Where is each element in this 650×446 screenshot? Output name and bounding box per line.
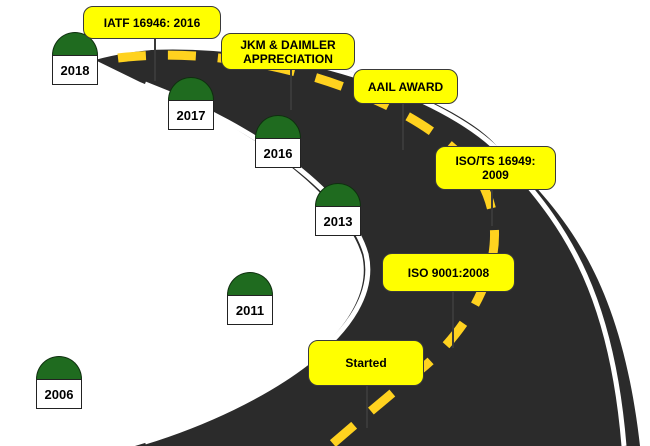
callout-text: ISO/TS 16949: 2009 bbox=[455, 154, 536, 182]
callout-pointer bbox=[366, 386, 368, 428]
milestone-year: 2011 bbox=[227, 295, 273, 325]
milestone-year: 2017 bbox=[168, 100, 214, 130]
callout-pointer bbox=[154, 39, 156, 81]
road-surface bbox=[95, 47, 640, 446]
callout-aail-award: AAIL AWARD bbox=[353, 69, 458, 104]
milestone-cap bbox=[315, 183, 361, 206]
milestone-year: 2006 bbox=[36, 379, 82, 409]
milestone-year: 2013 bbox=[315, 206, 361, 236]
road-edge-left bbox=[144, 81, 371, 445]
milestone-year: 2016 bbox=[255, 138, 301, 168]
callout-text: IATF 16946: 2016 bbox=[103, 15, 201, 30]
callout-pointer bbox=[452, 292, 454, 348]
callout-pointer bbox=[491, 190, 493, 226]
milestone-2006: 2006 bbox=[36, 356, 82, 409]
milestone-2017: 2017 bbox=[168, 77, 214, 130]
milestone-2018: 2018 bbox=[52, 32, 98, 85]
milestone-cap bbox=[168, 77, 214, 100]
milestone-cap bbox=[227, 272, 273, 295]
milestone-cap bbox=[36, 356, 82, 379]
callout-iso-ts-16949: ISO/TS 16949: 2009 bbox=[435, 146, 556, 190]
callout-text: AAIL AWARD bbox=[367, 79, 444, 94]
milestone-2013: 2013 bbox=[315, 183, 361, 236]
milestone-2011: 2011 bbox=[227, 272, 273, 325]
milestone-2016: 2016 bbox=[255, 115, 301, 168]
milestone-cap bbox=[255, 115, 301, 138]
callout-text: ISO 9001:2008 bbox=[407, 265, 490, 280]
callout-iatf-16946: IATF 16946: 2016 bbox=[83, 6, 221, 39]
callout-text: Started bbox=[345, 356, 387, 370]
callout-started: Started bbox=[308, 340, 424, 386]
callout-jkm-daimler: JKM & DAIMLER APPRECIATION bbox=[221, 33, 355, 70]
callout-text: JKM & DAIMLER APPRECIATION bbox=[240, 37, 336, 66]
callout-pointer bbox=[402, 104, 404, 150]
milestone-year: 2018 bbox=[52, 55, 98, 85]
callout-pointer bbox=[290, 70, 292, 110]
callout-iso-9001: ISO 9001:2008 bbox=[382, 253, 515, 292]
